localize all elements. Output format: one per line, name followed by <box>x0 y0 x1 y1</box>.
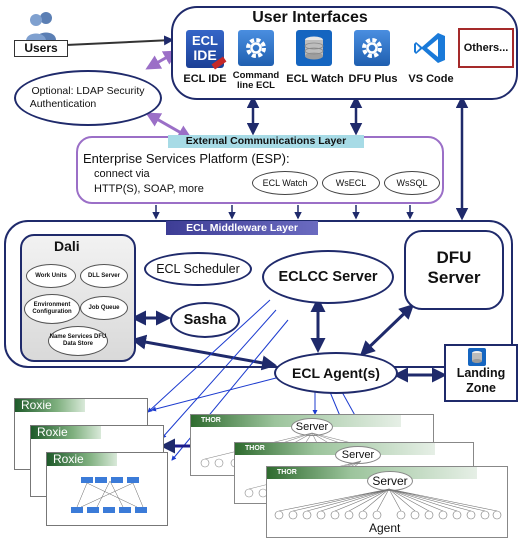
roxie-tile-3[interactable]: Roxie <box>46 452 168 526</box>
roxie-tile-3-header: Roxie <box>47 453 117 466</box>
esp-connect-line2: HTTP(S), SOAP, more <box>94 183 204 195</box>
command-line-label-1: Command <box>232 70 280 81</box>
esp-service-wssql[interactable]: WsSQL <box>384 171 440 195</box>
roxie-tile-1-header: Roxie <box>15 399 85 412</box>
dali-dll-server: DLL Server <box>80 264 128 288</box>
eclcc-server[interactable]: ECLCC Server <box>262 250 394 304</box>
thor-2-server: Server <box>335 446 381 464</box>
ecl-ide-icon-text-2: IDE <box>193 47 217 63</box>
dali-title: Dali <box>54 238 80 254</box>
dfu-plus-label: DFU Plus <box>348 73 398 85</box>
thor-cluster-3[interactable]: THOR Server Agent <box>266 466 508 538</box>
ecl-ide-icon-text-1: ECL <box>192 33 218 48</box>
landing-zone-database-icon <box>468 348 486 366</box>
ldap-auth-oval: Optional: LDAP Security Authentication <box>14 70 162 126</box>
vscode-icon[interactable] <box>412 30 448 66</box>
thor-3-nodes <box>274 488 502 520</box>
esp-connect-line1: connect via <box>94 168 150 180</box>
external-comm-layer-title: External Communications Layer <box>168 135 364 148</box>
ecl-ide-icon[interactable]: ECL IDE <box>186 30 227 70</box>
vscode-label: VS Code <box>408 73 454 85</box>
users-icon <box>24 10 58 42</box>
ecl-agent[interactable]: ECL Agent(s) <box>274 352 398 394</box>
thor-3-agent-label: Agent <box>369 521 401 535</box>
dali-work-units: Work Units <box>26 264 76 288</box>
ecl-scheduler[interactable]: ECL Scheduler <box>144 252 252 286</box>
others-box[interactable]: Others... <box>458 28 514 68</box>
thor-cluster-2-header: THOR <box>235 443 435 455</box>
user-interfaces-title: User Interfaces <box>252 9 368 26</box>
dfu-server-line1: DFU <box>436 248 472 267</box>
command-line-gear-icon[interactable] <box>238 30 274 66</box>
thor-cluster-3-header: THOR <box>267 467 477 479</box>
thor-1-server: Server <box>291 418 333 436</box>
landing-zone-box[interactable]: Landing Zone <box>444 344 518 402</box>
esp-title: Enterprise Services Platform (ESP): <box>83 151 290 166</box>
roxie-tile-2-header: Roxie <box>31 426 101 439</box>
esp-service-eclwatch[interactable]: ECL Watch <box>252 171 318 195</box>
ldap-label-line2: Authentication <box>29 98 97 110</box>
landing-zone-line2: Zone <box>466 381 496 395</box>
dali-environment-config: Environment Configuration <box>24 294 80 324</box>
dali-name-services: Name Services DFU Data Store <box>48 326 108 356</box>
ecl-watch-label: ECL Watch <box>286 73 344 85</box>
dali-job-queue: Job Queue <box>80 296 128 320</box>
sasha[interactable]: Sasha <box>170 302 240 338</box>
middleware-title: ECL Middleware Layer <box>166 221 318 235</box>
users-label: Users <box>14 40 68 57</box>
roxie-cluster-graphic <box>71 477 147 513</box>
dfu-plus-gear-icon[interactable] <box>354 30 390 66</box>
command-line-label-2: line ECL <box>236 80 275 91</box>
ecl-ide-label: ECL IDE <box>183 73 227 85</box>
esp-service-wsecl[interactable]: WsECL <box>322 171 380 195</box>
ecl-watch-database-icon[interactable] <box>296 30 332 66</box>
ldap-label-line1: Optional: LDAP Security <box>31 85 145 97</box>
landing-zone-line1: Landing <box>456 366 506 380</box>
dfu-server-box[interactable]: DFU Server <box>404 230 504 310</box>
dfu-server-line2: Server <box>427 268 481 287</box>
